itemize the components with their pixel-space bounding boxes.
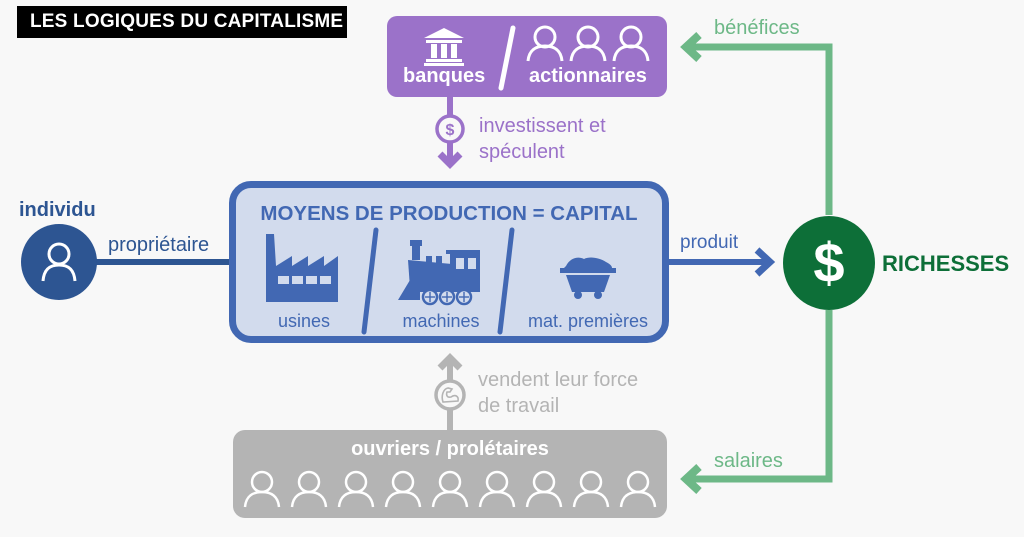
wages-arrow — [680, 310, 833, 494]
labour-text: vendent leur force de travail — [478, 367, 638, 419]
person-icon — [569, 25, 607, 62]
person-icon — [290, 470, 328, 508]
capital-item-label: usines — [277, 311, 331, 331]
shareholders-icons — [526, 25, 650, 62]
labour-arrow — [434, 353, 466, 432]
individual-label: individu — [19, 199, 96, 221]
wealth-label: RICHESSES — [882, 251, 1010, 276]
title-banner: LES LOGIQUES DU CAPITALISME — [17, 6, 347, 38]
invest-text: investissent et spéculent — [479, 113, 606, 165]
wealth-circle: $ — [783, 216, 875, 310]
capital-item-label: machines — [402, 311, 480, 331]
person-icon — [525, 470, 563, 508]
person-icon — [572, 470, 610, 508]
separator-slash — [497, 227, 515, 335]
dollar-icon: $ — [813, 231, 844, 294]
capital-box: MOYENS DE PRODUCTION = CAPITAL usines ma… — [229, 181, 669, 343]
person-icon — [243, 470, 281, 508]
capital-item-label: mat. premières — [527, 311, 649, 331]
factory-icon — [266, 234, 338, 302]
separator-slash — [498, 25, 516, 91]
workers-box: ouvriers / prolétaires — [233, 430, 667, 518]
labour-text-line2: de travail — [478, 395, 560, 417]
mine-cart-icon — [560, 257, 616, 299]
invest-text-line2: spéculent — [479, 141, 565, 163]
banks-label: banques — [403, 65, 486, 87]
capital-title: MOYENS DE PRODUCTION = CAPITAL — [260, 202, 638, 225]
workers-people — [243, 470, 657, 508]
profits-arrow — [680, 32, 833, 215]
individual-avatar — [21, 224, 97, 300]
invest-text-line1: investissent et — [479, 115, 606, 137]
invest-arrow: $ — [435, 96, 465, 169]
person-icon — [619, 470, 657, 508]
locomotive-icon — [398, 240, 480, 306]
person-icon — [337, 470, 375, 508]
shareholders-label: actionnaires — [529, 65, 647, 87]
profits-label: bénéfices — [714, 17, 800, 39]
wages-label: salaires — [714, 450, 783, 472]
produce-arrow — [669, 247, 776, 277]
dollar-coin-icon — [435, 114, 465, 144]
svg-text:$: $ — [446, 122, 455, 139]
person-icon — [431, 470, 469, 508]
workers-title: ouvriers / prolétaires — [351, 438, 549, 460]
labour-text-line1: vendent leur force — [478, 369, 639, 391]
person-icon — [384, 470, 422, 508]
owner-label: propriétaire — [108, 234, 210, 256]
person-icon — [41, 242, 77, 282]
person-icon — [478, 470, 516, 508]
produce-label: produit — [680, 232, 739, 253]
person-icon — [612, 25, 650, 62]
flexed-arm-icon — [434, 379, 466, 411]
person-icon — [526, 25, 564, 62]
bank-icon — [424, 28, 464, 66]
separator-slash — [361, 227, 379, 335]
investors-box: banques actionnaires — [387, 16, 667, 97]
